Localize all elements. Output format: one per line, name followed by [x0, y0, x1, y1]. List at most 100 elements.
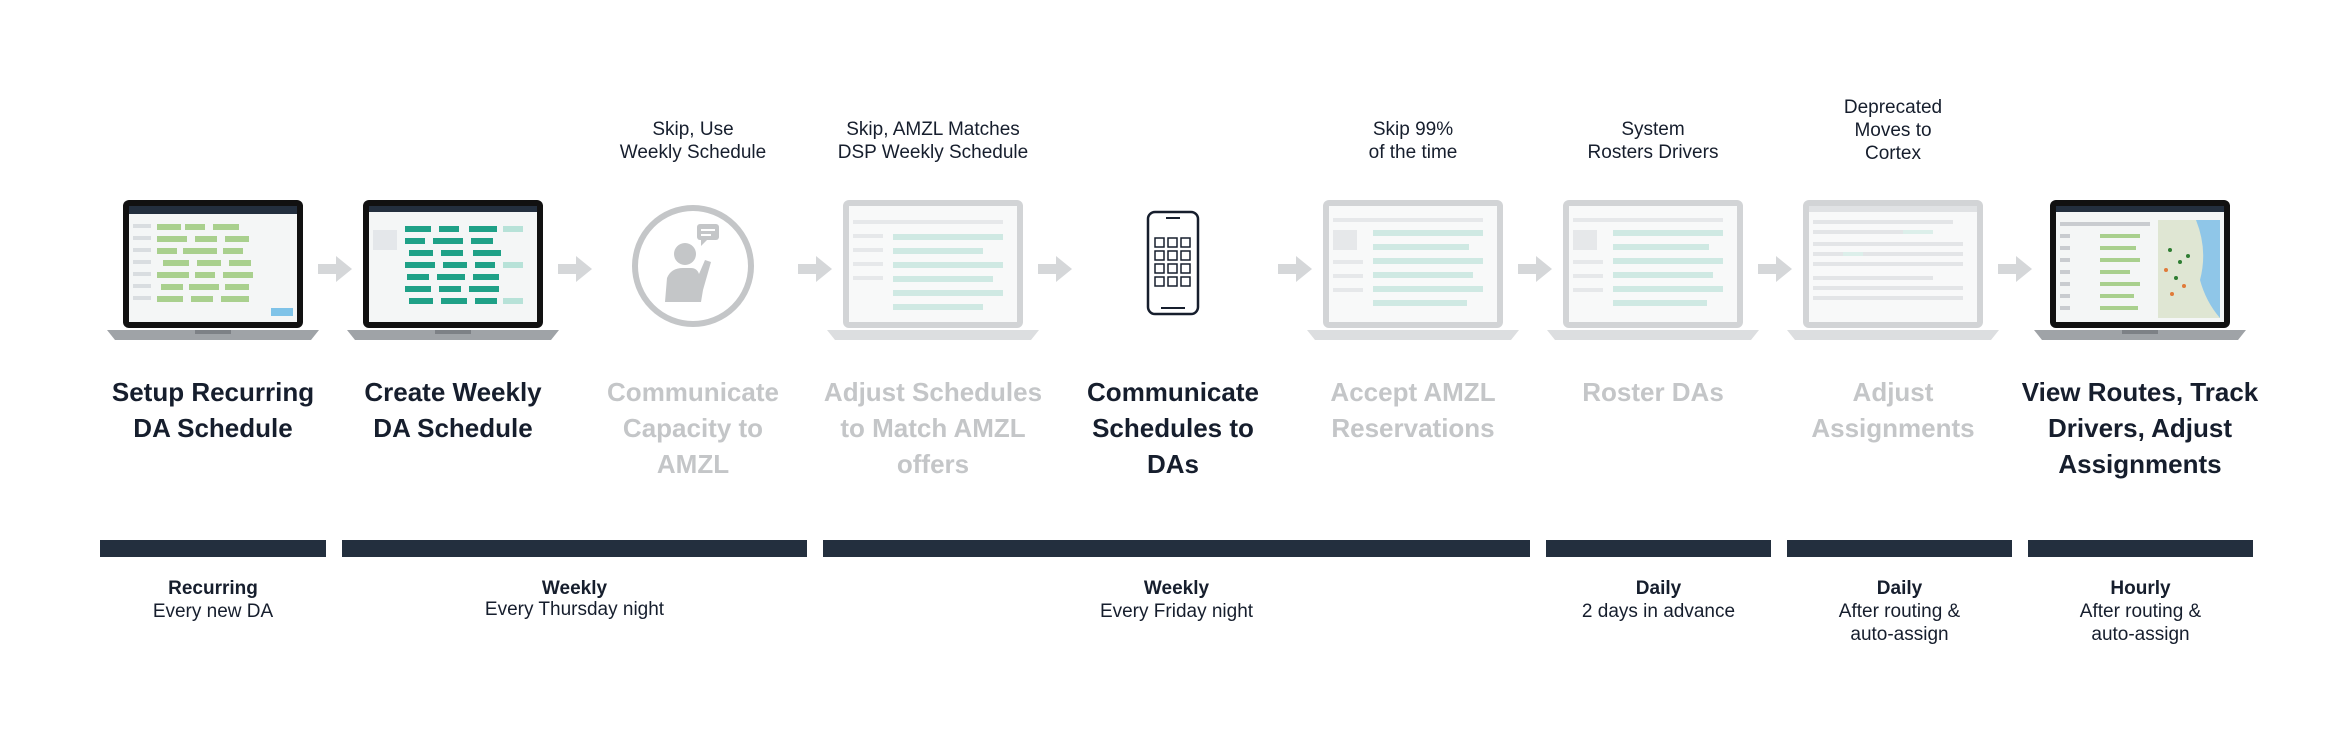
- frequency-detail: After routing & auto-assign: [1787, 600, 2012, 646]
- arrow-right-icon: [558, 256, 592, 282]
- step-title-line: View Routes, Track: [2021, 377, 2259, 407]
- frequency-label-hourly: Hourly After routing & auto-assign: [2028, 577, 2253, 646]
- step-title: Adjust Assignments: [1773, 374, 2013, 446]
- step-adjust-schedules: Skip, AMZL Matches DSP Weekly Schedule A…: [813, 0, 1053, 500]
- step-note: Skip 99% of the time: [1293, 118, 1533, 164]
- step-note-line: Deprecated: [1843, 97, 1943, 118]
- laptop-schedule-teal-icon: [347, 200, 559, 340]
- step-title-line: Accept AMZL: [1330, 377, 1496, 407]
- frequency-label: Weekly: [1143, 578, 1210, 599]
- step-note-line: DSP Weekly Schedule: [837, 142, 1029, 163]
- step-note: Skip, Use Weekly Schedule: [573, 118, 813, 164]
- frequency-detail: Every new DA: [100, 600, 326, 623]
- laptop-faded-list-icon: [1787, 200, 1999, 340]
- arrow-right-icon: [1278, 256, 1312, 282]
- frequency-detail: Every Friday night: [823, 600, 1530, 623]
- step-note: Skip, AMZL Matches DSP Weekly Schedule: [813, 118, 1053, 164]
- step-communicate-capacity: Skip, Use Weekly Schedule Communicate Ca…: [573, 0, 813, 500]
- arrow-right-icon: [1038, 256, 1072, 282]
- frequency-label: Hourly: [2110, 578, 2171, 599]
- laptop-faded-icon: [1307, 200, 1519, 340]
- frequency-bar-daily-advance: [1546, 540, 1771, 557]
- step-title-line: AMZL: [656, 449, 730, 479]
- step-adjust-assignments: Deprecated Moves to Cortex Adjust Assign…: [1773, 0, 2013, 500]
- frequency-detail-line: After routing &: [1838, 601, 1961, 622]
- step-note-line: of the time: [1368, 142, 1458, 163]
- frequency-detail-line: Every Thursday night: [484, 599, 665, 620]
- step-accept-reservations: Skip 99% of the time Accept AMZL Reserva…: [1293, 0, 1533, 500]
- frequency-detail-line: Every Friday night: [1099, 601, 1254, 622]
- arrow-right-icon: [798, 256, 832, 282]
- step-title-line: Reservations: [1331, 413, 1495, 443]
- frequency-detail-line: 2 days in advance: [1581, 601, 1736, 622]
- frequency-bar-weekly-thursday: [342, 540, 807, 557]
- person-speaking-icon: [632, 205, 754, 327]
- step-title-line: Adjust: [1852, 377, 1934, 407]
- step-title-line: Drivers, Adjust: [2048, 413, 2232, 443]
- step-title-line: Communicate: [607, 377, 779, 407]
- laptop-faded-icon: [1547, 200, 1759, 340]
- step-title-line: Setup Recurring: [111, 377, 315, 407]
- step-note: System Rosters Drivers: [1533, 118, 1773, 164]
- frequency-detail-line: auto-assign: [2091, 624, 2190, 645]
- frequency-label: Recurring: [168, 578, 258, 599]
- step-title-line: Assignments: [1811, 413, 1975, 443]
- step-title-line: to Match AMZL: [840, 413, 1026, 443]
- frequency-label-recurring: Recurring Every new DA: [100, 577, 326, 623]
- phone-icon: [1146, 210, 1200, 316]
- frequency-label-daily-advance: Daily 2 days in advance: [1546, 577, 1771, 623]
- frequency-detail-line: auto-assign: [1850, 624, 1949, 645]
- step-roster-das: System Rosters Drivers Roster DAs: [1533, 0, 1773, 500]
- step-note-line: Rosters Drivers: [1587, 142, 1719, 163]
- frequency-detail-line: Every new DA: [152, 601, 274, 622]
- frequency-bar-weekly-friday: [823, 540, 1530, 557]
- frequency-bar-recurring: [100, 540, 326, 557]
- frequency-detail: Every Thursday night: [342, 598, 807, 621]
- step-note-line: Weekly Schedule: [619, 142, 767, 163]
- laptop-map-icon: [2034, 200, 2246, 340]
- step-note-line: Skip, AMZL Matches: [846, 119, 1020, 140]
- step-note-line: Moves to: [1854, 120, 1932, 141]
- frequency-bar-daily-routing: [1787, 540, 2012, 557]
- step-title-line: DA Schedule: [373, 413, 533, 443]
- step-title-line: Roster DAs: [1582, 377, 1724, 407]
- frequency-label: Daily: [1876, 578, 1923, 599]
- step-title: Communicate Schedules to DAs: [1053, 374, 1293, 482]
- laptop-schedule-green-icon: [107, 200, 319, 340]
- step-title: Communicate Capacity to AMZL: [573, 374, 813, 482]
- step-create-weekly: Create Weekly DA Schedule: [333, 0, 573, 500]
- step-note-line: Skip 99%: [1372, 119, 1454, 140]
- step-title: Create Weekly DA Schedule: [333, 374, 573, 446]
- arrow-right-icon: [1758, 256, 1792, 282]
- step-setup-recurring: Setup Recurring DA Schedule: [93, 0, 333, 500]
- step-communicate-schedules: Communicate Schedules to DAs: [1053, 0, 1293, 500]
- arrow-right-icon: [1518, 256, 1552, 282]
- frequency-label-daily-routing: Daily After routing & auto-assign: [1787, 577, 2012, 646]
- step-title-line: Communicate: [1087, 377, 1259, 407]
- frequency-bar-hourly: [2028, 540, 2253, 557]
- step-title-line: Create Weekly: [364, 377, 542, 407]
- step-title-line: Adjust Schedules: [823, 377, 1043, 407]
- step-title-line: offers: [896, 449, 970, 479]
- frequency-label: Daily: [1635, 578, 1682, 599]
- frequency-detail-line: After routing &: [2079, 601, 2202, 622]
- step-note-line: Skip, Use: [652, 119, 734, 140]
- step-title: View Routes, Track Drivers, Adjust Assig…: [2020, 374, 2260, 482]
- step-title-line: DAs: [1146, 449, 1199, 479]
- frequency-label-weekly-thursday: Weekly Every Thursday night: [342, 577, 807, 621]
- step-title: Setup Recurring DA Schedule: [93, 374, 333, 446]
- laptop-faded-icon: [827, 200, 1039, 340]
- step-title-line: Schedules to: [1092, 413, 1254, 443]
- step-view-routes: View Routes, Track Drivers, Adjust Assig…: [2020, 0, 2260, 500]
- step-title-line: Capacity to: [622, 413, 764, 443]
- step-note: Deprecated Moves to Cortex: [1773, 96, 2013, 165]
- frequency-detail: 2 days in advance: [1546, 600, 1771, 623]
- step-note-line: System: [1621, 119, 1685, 140]
- frequency-label: Weekly: [541, 578, 608, 599]
- frequency-detail: After routing & auto-assign: [2028, 600, 2253, 646]
- arrow-right-icon: [1998, 256, 2032, 282]
- step-title: Accept AMZL Reservations: [1293, 374, 1533, 446]
- arrow-right-icon: [318, 256, 352, 282]
- step-title-line: DA Schedule: [133, 413, 293, 443]
- step-title-line: Assignments: [2058, 449, 2222, 479]
